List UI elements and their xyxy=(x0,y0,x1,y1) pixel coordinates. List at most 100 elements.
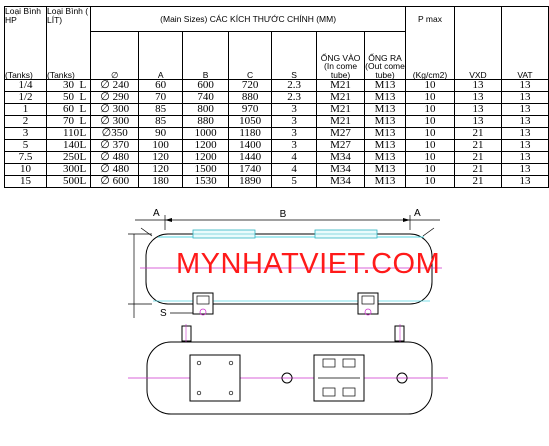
capacity-unit: L xyxy=(79,127,87,139)
cell-b: 600 xyxy=(182,79,230,92)
cell-out-tube: M13 xyxy=(364,103,406,116)
cell-vat: 13 xyxy=(500,127,549,140)
cell-s: 4 xyxy=(271,151,318,164)
cell-hp: 10 xyxy=(4,163,47,176)
cell-a: 70 xyxy=(138,91,184,104)
cell-diameter: ∅350 xyxy=(90,127,140,140)
header-tanks-1: (Tanks) xyxy=(4,31,47,80)
dimension-diameter: S xyxy=(128,233,193,319)
capacity-value: 70 xyxy=(62,115,74,127)
cell-a: 100 xyxy=(138,139,184,152)
cell-c: 1050 xyxy=(228,115,273,128)
cell-b: 740 xyxy=(182,91,230,104)
tank-side-view xyxy=(140,229,442,316)
cell-a: 90 xyxy=(138,127,184,140)
header-blank-vat xyxy=(500,6,549,32)
header-main-sizes: (Main Sizes) CÁC KÍCH THƯỚC CHÍNH (MM) xyxy=(90,6,406,32)
cell-vat: 13 xyxy=(500,139,549,152)
header-lit: Loại Bình ( LÍT) xyxy=(45,6,92,32)
capacity-value: 500 xyxy=(62,175,80,187)
cell-vxd: 21 xyxy=(453,127,502,140)
header-diameter: ∅ xyxy=(90,31,140,80)
cell-c: 1400 xyxy=(228,139,273,152)
cell-pmax: 10 xyxy=(405,79,455,92)
header-s: S xyxy=(271,31,318,80)
cell-hp: 2 xyxy=(4,115,47,128)
cell-hp: 3 xyxy=(4,127,47,140)
cell-s: 3 xyxy=(271,127,318,140)
cell-vxd: 21 xyxy=(453,151,502,164)
cell-in-tube: M34 xyxy=(316,163,366,176)
tank-drawing: B A A S xyxy=(128,208,448,415)
capacity-value: 250 xyxy=(62,151,80,163)
cell-a: 85 xyxy=(138,103,184,116)
cell-hp: 1/4 xyxy=(4,79,47,92)
capacity-value: 50 xyxy=(62,91,74,103)
cell-b: 1200 xyxy=(182,151,230,164)
cell-a: 120 xyxy=(138,151,184,164)
cell-vat: 13 xyxy=(500,175,549,188)
cell-vxd: 13 xyxy=(453,91,502,104)
cell-vat: 13 xyxy=(500,151,549,164)
cell-vat: 13 xyxy=(500,91,549,104)
spec-table: Loại Bình HP Loại Bình ( LÍT) (Main Size… xyxy=(4,6,549,188)
header-out-tube: ỐNG RA (Out come tube) xyxy=(364,31,406,80)
cell-b: 1000 xyxy=(182,127,230,140)
capacity-value: 300 xyxy=(62,163,80,175)
header-b: B xyxy=(182,31,230,80)
header-hp: Loại Bình HP xyxy=(4,6,47,32)
capacity-unit: L xyxy=(79,151,87,163)
watermark: MYNHATVIET.COM xyxy=(176,248,441,280)
cell-diameter: ∅ 600 xyxy=(90,175,140,188)
cell-hp: 7.5 xyxy=(4,151,47,164)
cell-out-tube: M13 xyxy=(364,127,406,140)
cell-pmax: 10 xyxy=(405,115,455,128)
cell-vxd: 21 xyxy=(453,139,502,152)
cell-in-tube: M27 xyxy=(316,139,366,152)
cell-out-tube: M13 xyxy=(364,175,406,188)
cell-s: 4 xyxy=(271,163,318,176)
cell-out-tube: M13 xyxy=(364,139,406,152)
cell-diameter: ∅ 300 xyxy=(90,115,140,128)
cell-in-tube: M21 xyxy=(316,91,366,104)
header-in-tube: ỐNG VÀO (In come tube) xyxy=(316,31,366,80)
cell-vat: 13 xyxy=(500,163,549,176)
cell-vxd: 13 xyxy=(453,79,502,92)
cell-in-tube: M34 xyxy=(316,151,366,164)
cell-s: 3 xyxy=(271,115,318,128)
capacity-value: 140 xyxy=(62,139,80,151)
capacity-unit: L xyxy=(79,139,87,151)
cell-c: 1440 xyxy=(228,151,273,164)
cell-b: 880 xyxy=(182,115,230,128)
cell-in-tube: M27 xyxy=(316,127,366,140)
cell-a: 85 xyxy=(138,115,184,128)
capacity-unit: L xyxy=(79,79,87,91)
label-a-right: A xyxy=(414,208,421,219)
cell-pmax: 10 xyxy=(405,163,455,176)
cell-c: 880 xyxy=(228,91,273,104)
cell-a: 180 xyxy=(138,175,184,188)
cell-pmax: 10 xyxy=(405,139,455,152)
cell-lit: 50 L xyxy=(45,91,92,104)
cell-hp: 1/2 xyxy=(4,91,47,104)
cell-vat: 13 xyxy=(500,115,549,128)
cell-pmax: 10 xyxy=(405,91,455,104)
cell-c: 1180 xyxy=(228,127,273,140)
cell-b: 1500 xyxy=(182,163,230,176)
capacity-unit: L xyxy=(79,91,87,103)
tank-top-view xyxy=(128,324,448,415)
capacity-value: 60 xyxy=(62,103,74,115)
cell-pmax: 10 xyxy=(405,103,455,116)
cell-s: 2.3 xyxy=(271,79,318,92)
header-vxd: VXD xyxy=(453,31,502,80)
cell-s: 2.3 xyxy=(271,91,318,104)
